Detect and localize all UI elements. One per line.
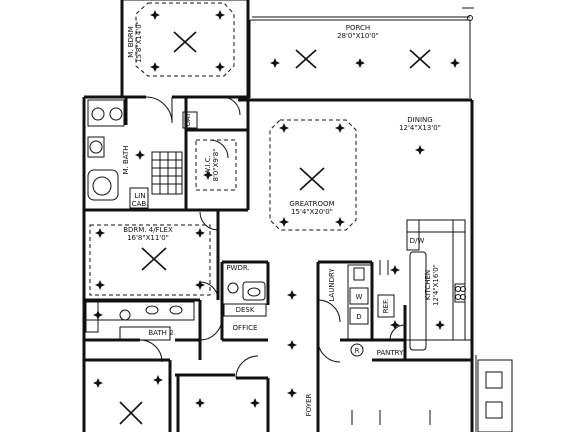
office-label: OFFICE: [233, 324, 258, 332]
m-bath-label: M. BATH: [122, 145, 130, 174]
light-icon: [287, 340, 297, 350]
pwdr-fixtures: [223, 281, 267, 317]
ceiling-fan-icon: [119, 401, 143, 425]
desk-label: DESK: [236, 306, 255, 314]
ceiling-fans: [119, 31, 431, 425]
light-icon: [150, 10, 160, 20]
garage-equipment: [475, 355, 513, 432]
m-bdrm-label: M. BDRM: [127, 26, 135, 58]
porch-size: 28'0"X10'0": [337, 32, 379, 40]
light-icon: [335, 123, 345, 133]
porch-label: PORCH: [346, 24, 370, 32]
coat-label: COAT: [184, 112, 192, 132]
laundry-machines: [347, 264, 373, 341]
shower-tiles: [152, 152, 182, 194]
light-icon: [93, 378, 103, 388]
light-icon: [415, 145, 425, 155]
light-icon: [95, 280, 105, 290]
light-fixtures: [93, 10, 460, 408]
ceiling-fan-icon: [173, 31, 197, 53]
cab-label: CAB.: [132, 200, 149, 208]
light-icon: [95, 228, 105, 238]
refrigerator-label: REF.: [382, 299, 390, 313]
wic-size: 8'0"X9'8": [212, 149, 220, 182]
ceiling-fan-icon: [409, 49, 431, 69]
bdrm4-label: BDRM. 4/FLEX: [123, 226, 173, 234]
greatroom-label: GREATROOM: [289, 200, 334, 208]
foyer-label: FOYER: [305, 394, 313, 417]
light-icon: [335, 217, 345, 227]
light-icon: [435, 320, 445, 330]
dishwasher-label: D/W: [410, 237, 425, 245]
master-bath-fixtures: [87, 99, 198, 209]
light-icon: [195, 398, 205, 408]
light-icon: [450, 58, 460, 68]
light-icon: [153, 375, 163, 385]
dryer-label: D: [356, 313, 361, 321]
light-icon: [270, 58, 280, 68]
light-icon: [287, 388, 297, 398]
dining-label: DINING: [407, 116, 432, 124]
laundry-label: LAUNDRY: [328, 268, 336, 302]
wic-label: W.I.C.: [204, 155, 212, 175]
dining-size: 12'4"X13'0": [399, 124, 441, 132]
light-icon: [215, 62, 225, 72]
m-bdrm-size: 15'8"X14'0": [135, 21, 143, 63]
light-icon: [287, 290, 297, 300]
fixture-labels: COAT LIN CAB. DESK D/W REF. R W D: [132, 112, 425, 355]
greatroom-size: 15'4"X20'0": [291, 208, 333, 216]
range-label: R: [355, 347, 360, 355]
kitchen-counters: [377, 219, 472, 351]
bath2-fixtures: [85, 301, 195, 341]
light-icon: [215, 10, 225, 20]
kitchen-size: 12'4"X16'0": [432, 264, 440, 306]
linen-label: LIN: [134, 192, 145, 200]
pwdr-label: PWDR.: [226, 264, 249, 272]
light-icon: [279, 217, 289, 227]
light-icon: [195, 280, 205, 290]
light-icon: [195, 228, 205, 238]
ceiling-fan-icon: [141, 247, 167, 271]
kitchen-label: KITCHEN: [424, 270, 432, 300]
light-icon: [390, 265, 400, 275]
light-icon: [203, 170, 213, 180]
light-icon: [135, 150, 145, 160]
misc-marks: [350, 7, 474, 425]
light-icon: [390, 320, 400, 330]
bath2-label: BATH 2: [148, 329, 173, 337]
pantry-label: PANTRY: [377, 349, 404, 357]
ceiling-fan-icon: [299, 167, 325, 191]
light-icon: [150, 62, 160, 72]
room-labels: PORCH 28'0"X10'0" M. BDRM 15'8"X14'0" DI…: [122, 21, 441, 416]
light-icon: [355, 58, 365, 68]
light-icon: [250, 398, 260, 408]
light-icon: [93, 310, 103, 320]
light-icon: [279, 123, 289, 133]
doors: [139, 96, 406, 379]
washer-label: W: [356, 293, 363, 301]
ceiling-fan-icon: [295, 49, 317, 69]
bdrm4-size: 16'8"X11'0": [127, 234, 169, 242]
ceiling-outlines: [89, 2, 357, 296]
